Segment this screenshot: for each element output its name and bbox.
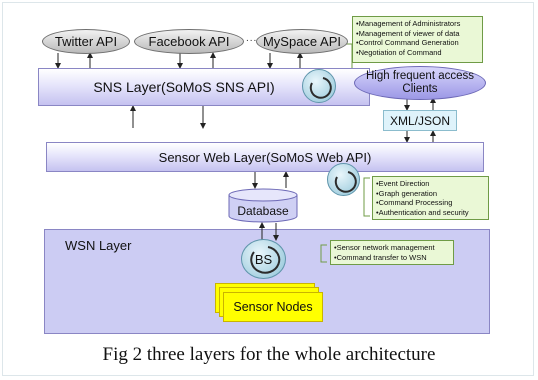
myspace-api: MySpace API (256, 29, 348, 54)
bs-function-item: •Sensor network management (334, 243, 435, 252)
clients-label: High frequent access Clients (365, 70, 475, 95)
sensor-web-layer-label: Sensor Web Layer(SoMoS Web API) (158, 149, 372, 165)
facebook-api-label: Facebook API (148, 34, 230, 49)
base-station: BS (241, 239, 286, 279)
twitter-api: Twitter API (42, 29, 130, 54)
bs-function-item: •Command transfer to WSN (334, 252, 427, 262)
sns-function-item: •Negotiation of Command (356, 47, 442, 57)
bs-refresh-icon (250, 246, 281, 274)
web-function-item: •Command Processing (376, 198, 453, 208)
base-station-label: BS (254, 251, 273, 267)
wsn-layer-label: WSN Layer (65, 238, 132, 253)
web-function-item: •Authentication and security (376, 207, 469, 217)
web-note-connector (363, 177, 370, 217)
facebook-api: Facebook API (134, 29, 244, 54)
sns-function-item: •Control Command Generation (356, 38, 459, 48)
sns-function-item: •Management of Administrators (356, 19, 461, 28)
web-function-item: •Graph generation (376, 188, 437, 198)
sns-function-item: •Management of viewer of data (356, 28, 460, 38)
bs-note-connector (320, 244, 327, 263)
sns-refresh-icon (302, 69, 336, 103)
myspace-api-label: MySpace API (262, 34, 342, 49)
figure-frame (2, 2, 534, 376)
sensor-nodes-label: Sensor Nodes (233, 300, 313, 314)
web-refresh-icon (327, 163, 360, 196)
database: Database (228, 188, 298, 223)
xml-json-label: XML/JSON (389, 113, 450, 128)
sns-functions-note: •Management of Administrators •Managemen… (352, 16, 483, 63)
database-label: Database (237, 204, 289, 218)
sensor-nodes: Sensor Nodes (223, 292, 323, 322)
bs-functions-note: •Sensor network management •Command tran… (330, 240, 454, 265)
twitter-api-label: Twitter API (54, 34, 118, 49)
sns-layer-label: SNS Layer(SoMoS SNS API) (93, 79, 275, 95)
clients-oval: High frequent access Clients (354, 66, 486, 100)
database-icon (228, 188, 298, 223)
web-functions-note: •Event Direction •Graph generation •Comm… (372, 176, 489, 220)
sensor-web-layer: Sensor Web Layer(SoMoS Web API) (46, 142, 484, 172)
web-function-item: •Event Direction (376, 179, 430, 188)
figure-caption: Fig 2 three layers for the whole archite… (102, 344, 436, 365)
xml-json-box: XML/JSON (383, 110, 457, 131)
